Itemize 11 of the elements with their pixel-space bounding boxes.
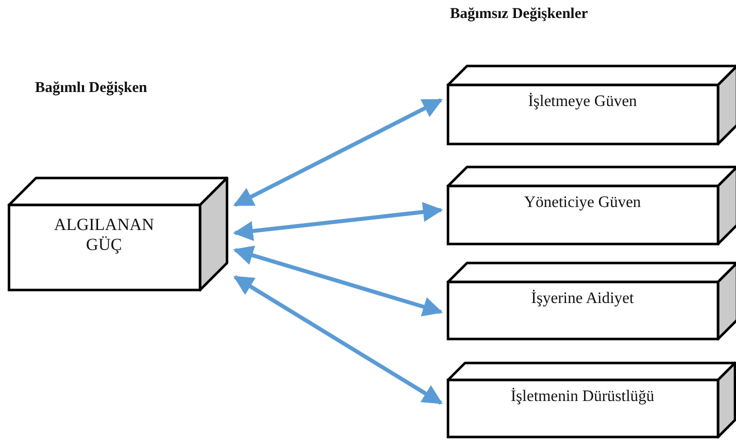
group-heading: Bağımsız Değişkenler xyxy=(450,6,588,23)
group-heading: Bağımlı Değişken xyxy=(35,80,148,97)
double-arrow xyxy=(233,246,443,316)
double-arrow xyxy=(233,202,443,241)
node-label: İşyerine Aidiyet xyxy=(531,290,634,308)
node-label: ALGILANAN GÜÇ xyxy=(52,215,156,254)
double-arrow xyxy=(233,275,443,405)
double-arrow xyxy=(233,98,443,207)
node-label: Yöneticiye Güven xyxy=(524,194,641,212)
node-label: İşletmeye Güven xyxy=(528,93,637,112)
node-label: İşletmenin Dürüstlüğü xyxy=(510,388,654,406)
